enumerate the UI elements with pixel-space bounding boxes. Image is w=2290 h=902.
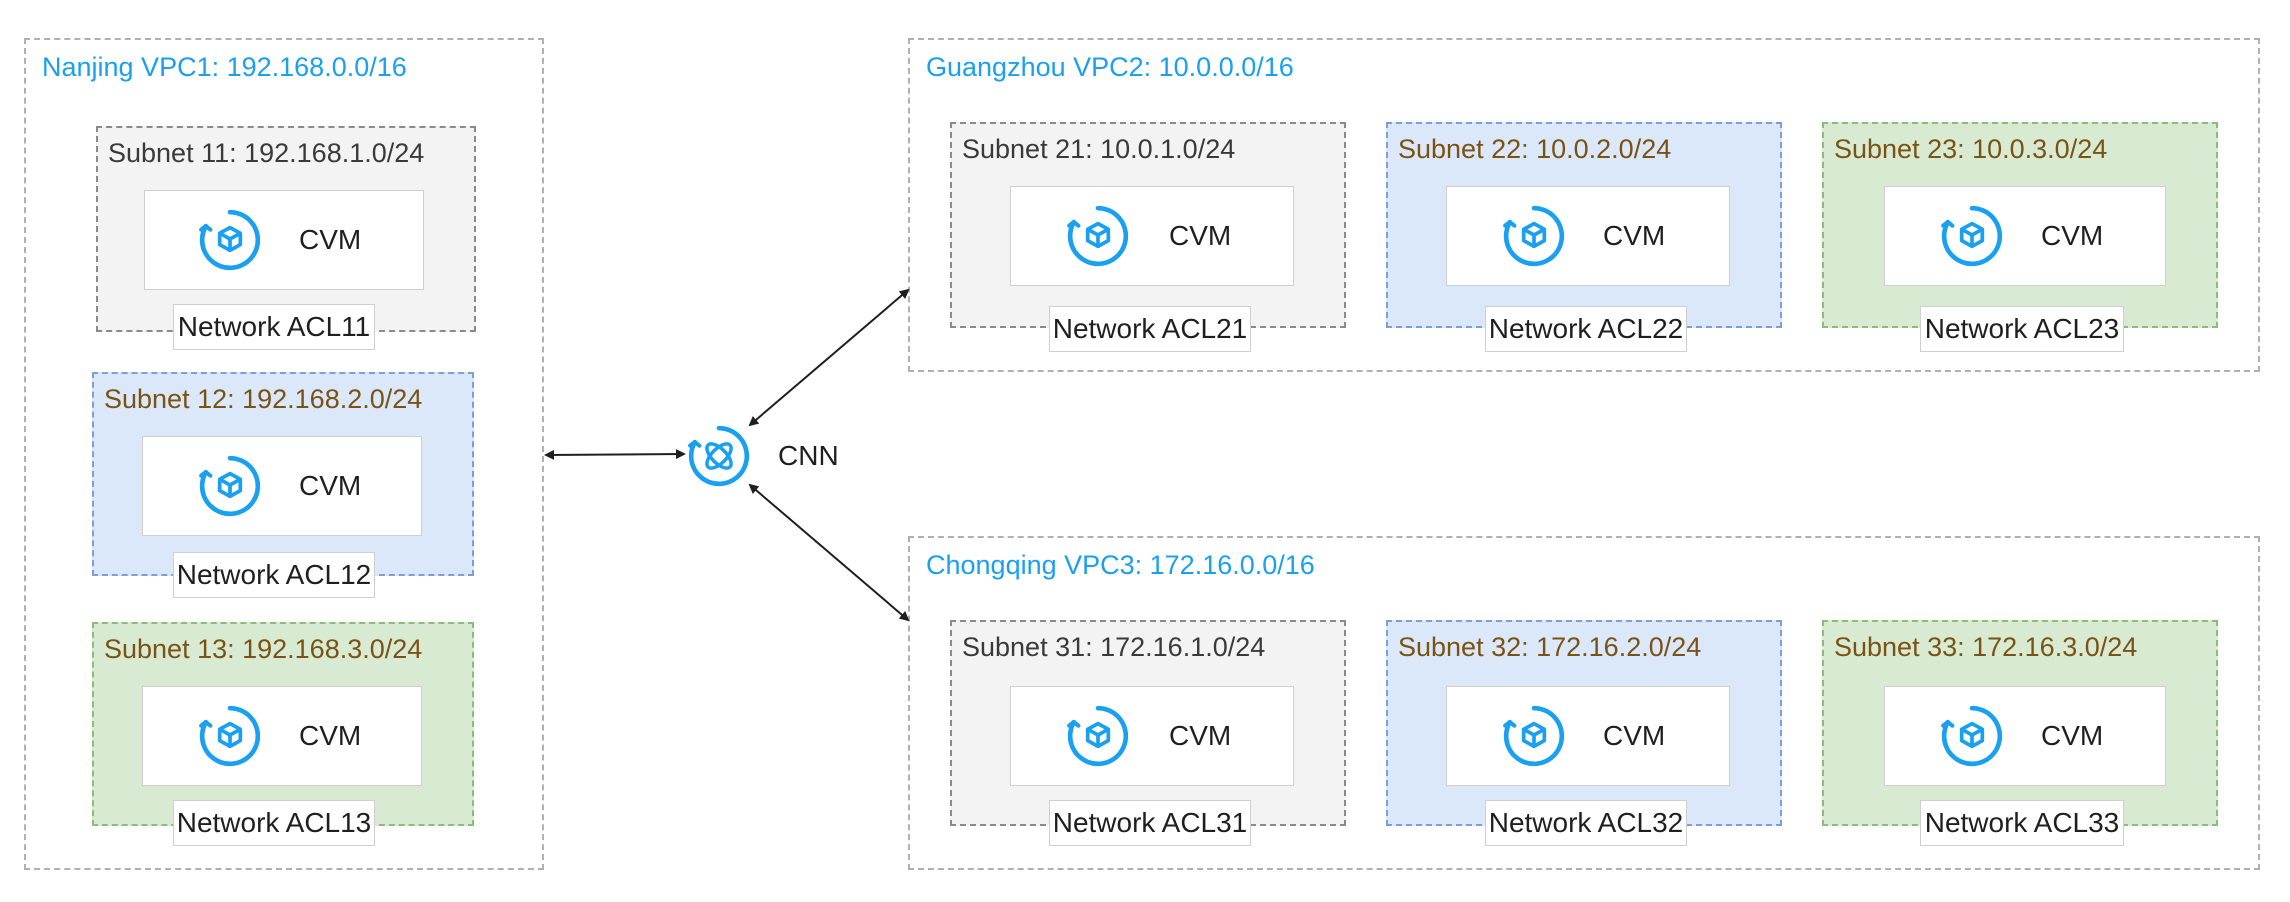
cvm-icon <box>197 453 263 519</box>
cvm-instance[interactable]: CVM <box>1010 686 1294 786</box>
cvm-instance[interactable]: CVM <box>1010 186 1294 286</box>
cvm-label: CVM <box>1169 720 1232 751</box>
vpc-title: Nanjing VPC1: 192.168.0.0/16 <box>42 52 407 82</box>
network-acl[interactable]: Network ACL13 <box>173 800 375 846</box>
cvm-icon <box>1065 703 1131 769</box>
network-acl[interactable]: Network ACL32 <box>1485 800 1687 846</box>
cvm-label: CVM <box>299 720 362 751</box>
cvm-icon <box>197 703 263 769</box>
subnet-11: Subnet 11: 192.168.1.0/24 CVM Network AC… <box>96 126 476 350</box>
subnet-title: Subnet 32: 172.16.2.0/24 <box>1398 632 1702 662</box>
subnet-32: Subnet 32: 172.16.2.0/24 CVM Network ACL… <box>1386 620 1782 846</box>
vpc-title: Guangzhou VPC2: 10.0.0.0/16 <box>926 52 1294 82</box>
cnn-label: CNN <box>778 440 839 471</box>
cvm-icon <box>1939 703 2005 769</box>
subnet-title: Subnet 23: 10.0.3.0/24 <box>1834 134 2108 164</box>
subnet-13: Subnet 13: 192.168.3.0/24 CVM Network AC… <box>92 622 474 846</box>
cvm-label: CVM <box>1603 720 1666 751</box>
subnet-title: Subnet 33: 172.16.3.0/24 <box>1834 632 2138 662</box>
cvm-instance[interactable]: CVM <box>1884 686 2166 786</box>
cvm-icon <box>197 207 263 273</box>
arrow-cnn-guangzhou <box>748 288 910 427</box>
cvm-label: CVM <box>299 470 362 501</box>
cvm-label: CVM <box>1603 220 1666 251</box>
subnet-title: Subnet 12: 192.168.2.0/24 <box>104 384 423 414</box>
subnet-12: Subnet 12: 192.168.2.0/24 CVM Network AC… <box>92 372 474 598</box>
cvm-instance[interactable]: CVM <box>1446 186 1730 286</box>
cvm-icon <box>1939 203 2005 269</box>
subnet-22: Subnet 22: 10.0.2.0/24 CVM Network ACL22 <box>1386 122 1782 352</box>
cvm-label: CVM <box>1169 220 1232 251</box>
network-acl[interactable]: Network ACL22 <box>1485 306 1687 352</box>
network-acl[interactable]: Network ACL21 <box>1049 306 1251 352</box>
subnet-21: Subnet 21: 10.0.1.0/24 CVM Network ACL21 <box>950 122 1346 352</box>
cnn-icon <box>686 423 752 489</box>
cnn-hub[interactable] <box>686 423 752 489</box>
subnet-23: Subnet 23: 10.0.3.0/24 CVM Network ACL23 <box>1822 122 2218 352</box>
subnet-33: Subnet 33: 172.16.3.0/24 CVM Network ACL… <box>1822 620 2218 846</box>
cvm-label: CVM <box>2041 720 2104 751</box>
cvm-instance[interactable]: CVM <box>1884 186 2166 286</box>
network-acl[interactable]: Network ACL23 <box>1920 306 2124 352</box>
cvm-label: CVM <box>299 224 362 255</box>
subnet-31: Subnet 31: 172.16.1.0/24 CVM Network ACL… <box>950 620 1346 846</box>
network-acl[interactable]: Network ACL33 <box>1920 800 2124 846</box>
arrow-cnn-chongqing <box>748 483 910 622</box>
vpc-title: Chongqing VPC3: 172.16.0.0/16 <box>926 550 1315 580</box>
cvm-instance[interactable]: CVM <box>142 686 422 786</box>
cvm-icon <box>1501 203 1567 269</box>
subnet-title: Subnet 11: 192.168.1.0/24 <box>108 138 425 168</box>
cvm-instance[interactable]: CVM <box>1446 686 1730 786</box>
arrow-cnn-nanjing <box>544 449 686 460</box>
subnet-title: Subnet 31: 172.16.1.0/24 <box>962 632 1266 662</box>
cvm-icon <box>1065 203 1131 269</box>
cvm-icon <box>1501 703 1567 769</box>
subnet-title: Subnet 22: 10.0.2.0/24 <box>1398 134 1672 164</box>
network-acl[interactable]: Network ACL11 <box>173 304 375 350</box>
cvm-instance[interactable]: CVM <box>144 190 424 290</box>
network-acl[interactable]: Network ACL31 <box>1049 800 1251 846</box>
subnet-title: Subnet 13: 192.168.3.0/24 <box>104 634 423 664</box>
cvm-label: CVM <box>2041 220 2104 251</box>
subnet-title: Subnet 21: 10.0.1.0/24 <box>962 134 1236 164</box>
network-acl[interactable]: Network ACL12 <box>173 552 375 598</box>
cvm-instance[interactable]: CVM <box>142 436 422 536</box>
